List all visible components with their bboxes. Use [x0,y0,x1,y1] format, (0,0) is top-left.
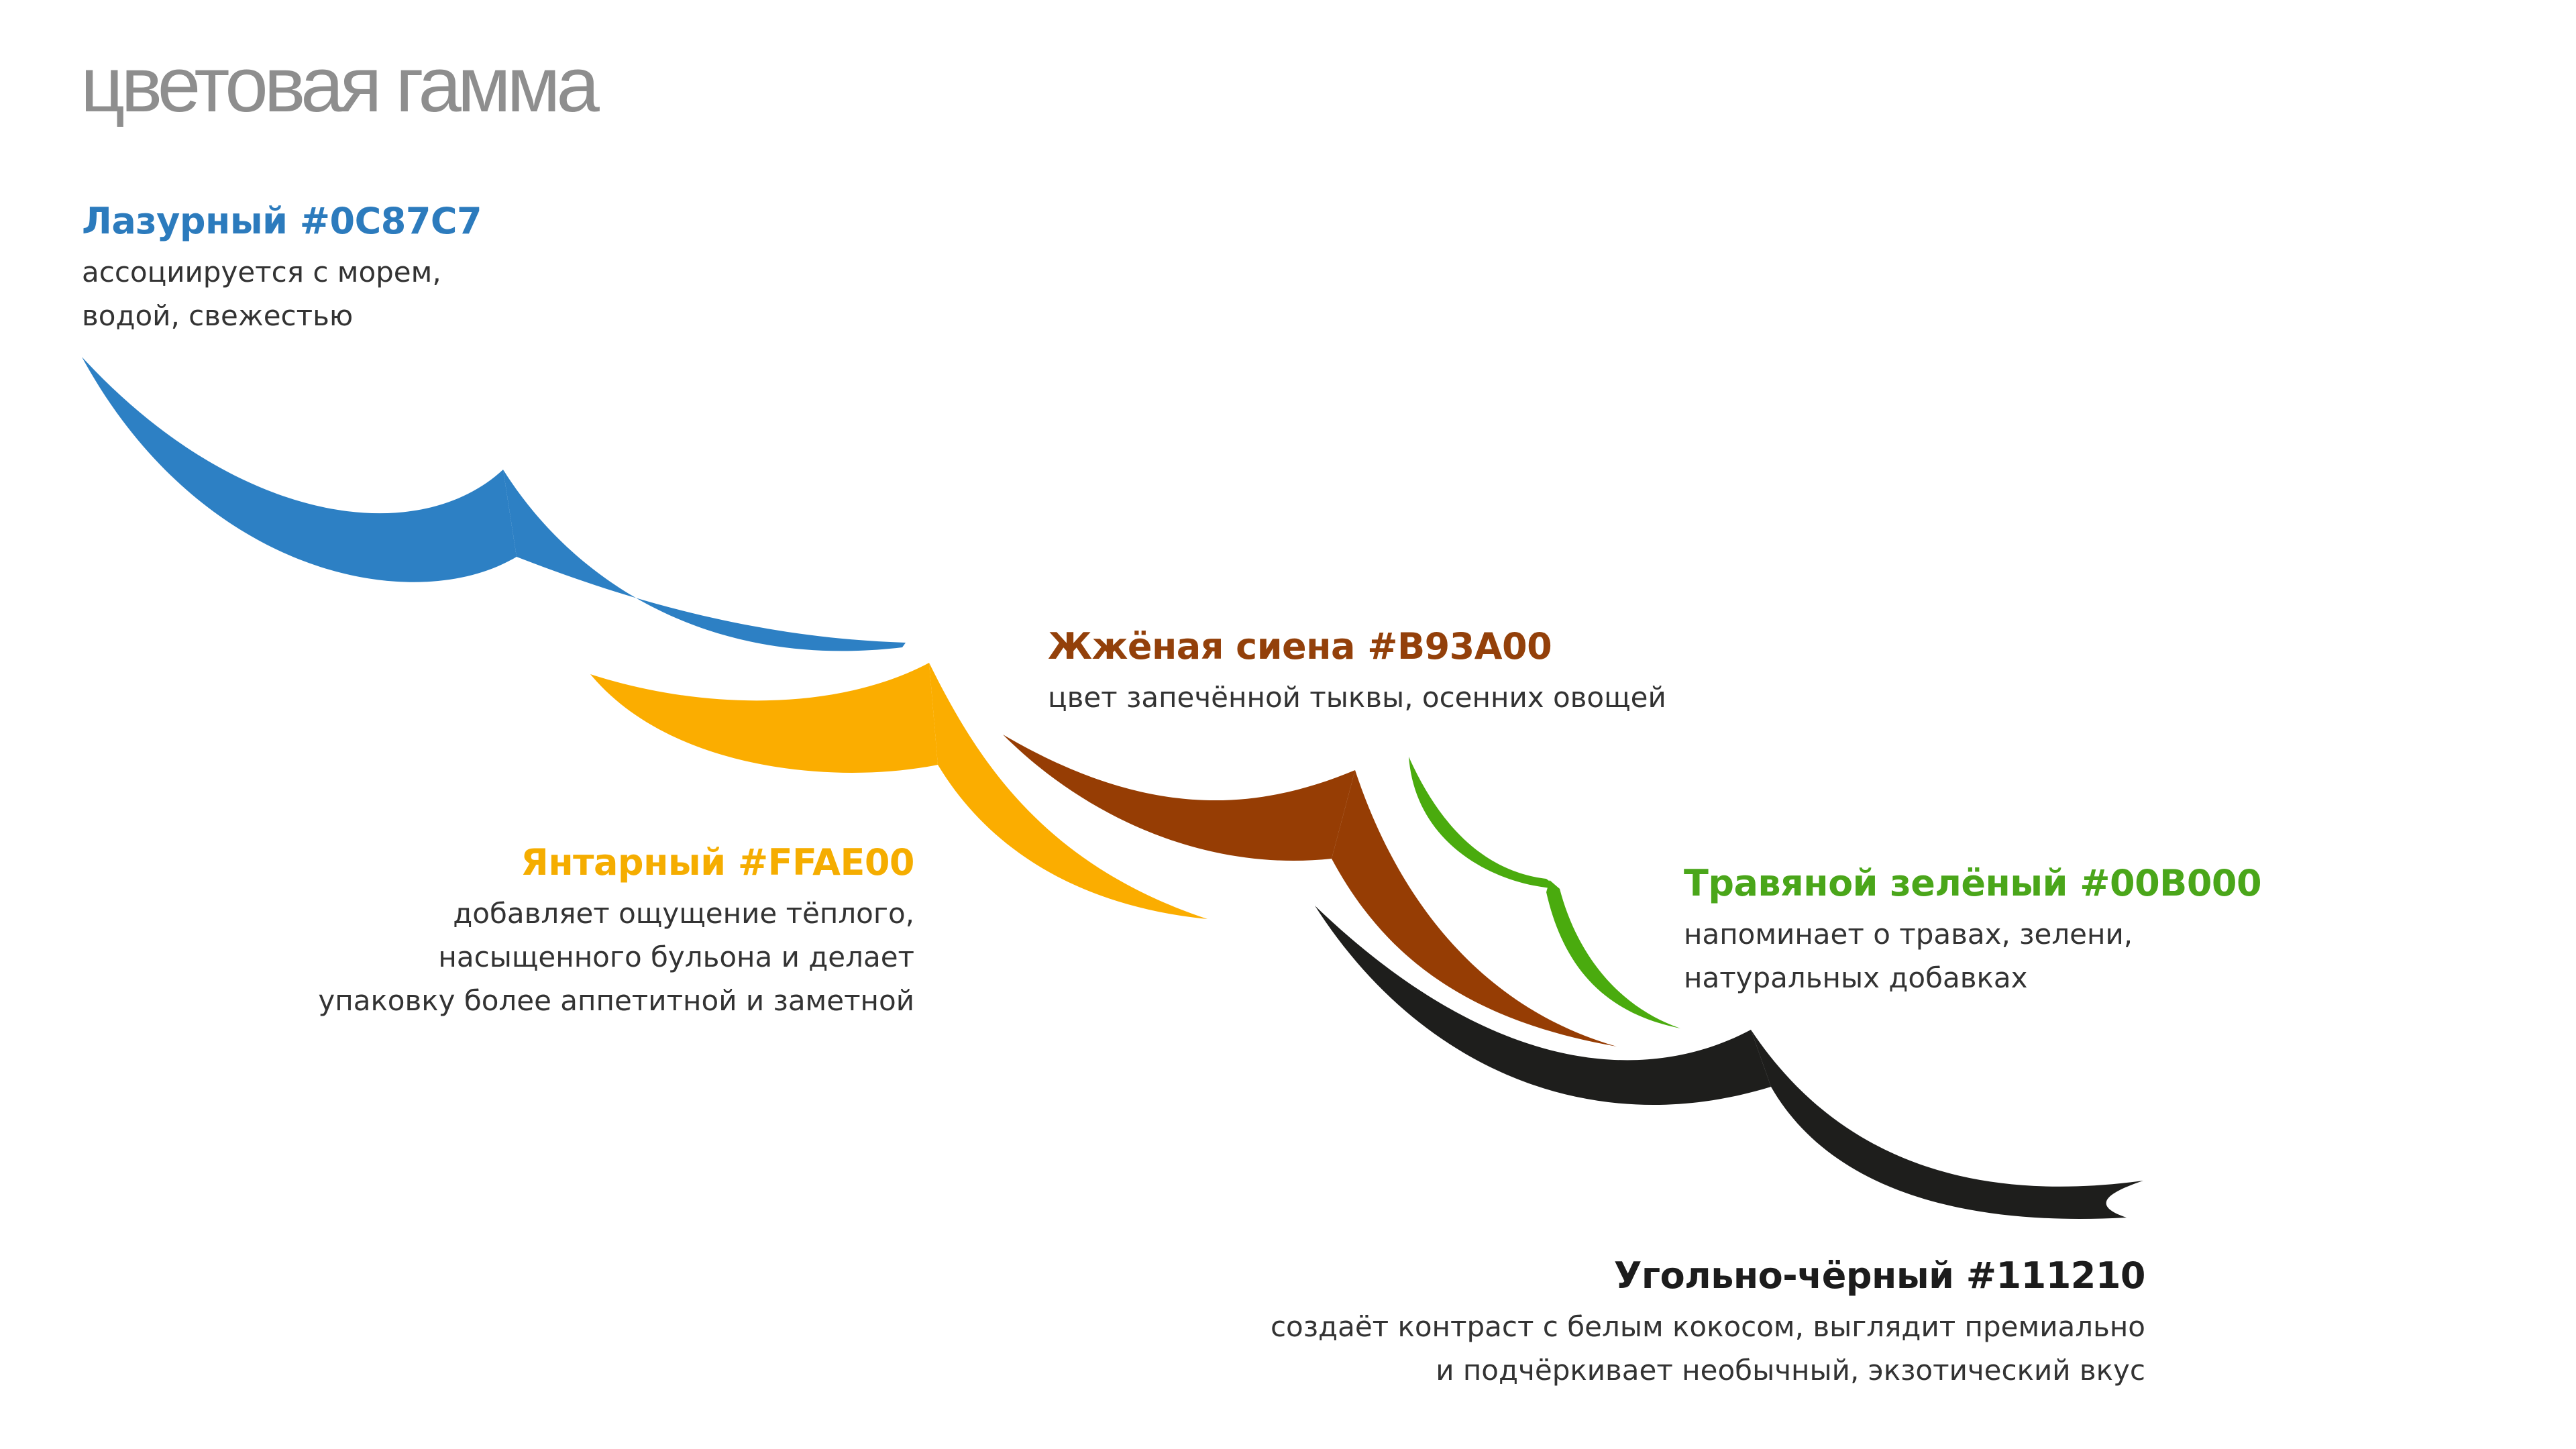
color-item-azure: Лазурный #0C87C7 ассоциируется с морем, … [82,200,482,337]
color-item-sienna: Жжёная сиена #B93A00 цвет запечённой тык… [1048,625,1666,719]
color-item-amber: Янтарный #FFAE00 добавляет ощущение тёпл… [318,841,914,1022]
green-wave [1409,757,1560,889]
amber-wave [590,663,938,773]
color-description-azure: ассоциируется с морем, водой, свежестью [82,255,441,332]
color-name-amber: Янтарный #FFAE00 [521,841,914,883]
azure-wave-tail [503,470,906,651]
color-description-amber: добавляет ощущение тёплого, насыщенного … [318,896,914,1017]
color-name-azure: Лазурный #0C87C7 [82,200,482,242]
color-description-green: напоминает о травах, зелени, натуральных… [1684,917,2133,994]
color-name-green: Травяной зелёный #00B000 [1684,862,2262,904]
sienna-wave [1003,735,1355,861]
amber-wave-tail [929,663,1208,919]
azure-wave [82,357,517,582]
color-name-black: Угольно-чёрный #111210 [1613,1254,2146,1297]
color-description-sienna: цвет запечённой тыквы, осенних овощей [1048,680,1666,714]
color-name-sienna: Жжёная сиена #B93A00 [1048,625,1552,667]
color-description-black: создаёт контраст с белым кокосом, выгляд… [1270,1309,2145,1387]
color-item-black: Угольно-чёрный #111210 создаёт контраст … [1270,1254,2146,1392]
black-wave [1315,906,1771,1106]
sienna-wave-tail [1332,770,1617,1046]
color-item-green: Травяной зелёный #00B000 напоминает о тр… [1684,862,2262,1000]
page-title: цветовая гамма [80,41,600,128]
black-wave-tail [1751,1030,2143,1219]
green-wave-tail [1546,880,1680,1028]
